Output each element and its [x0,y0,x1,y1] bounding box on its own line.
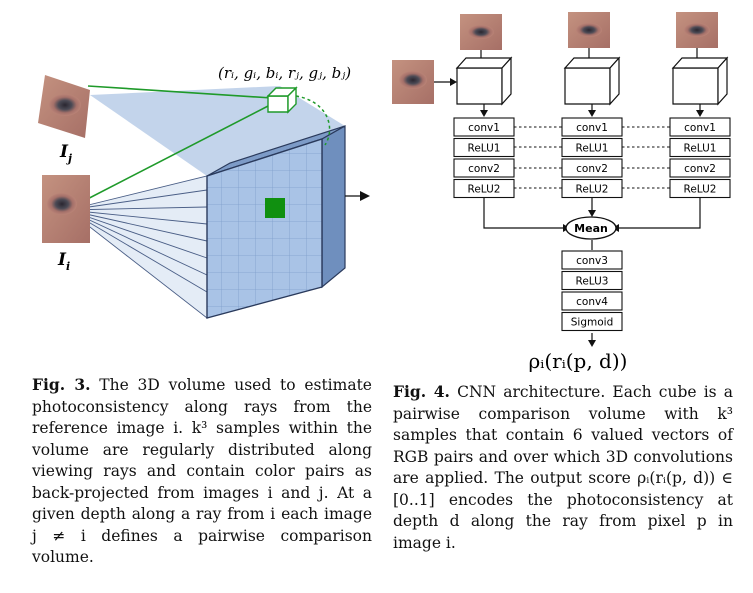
layer-relu1-col1-label: ReLU1 [468,143,501,155]
comparison-cubes [455,56,729,106]
layer-relu2-col3: ReLU2 [669,178,731,199]
layer-conv1-col3-label: conv1 [684,122,716,134]
image-Ij [38,75,90,138]
layer-conv1-col3: conv1 [669,117,731,137]
layer-conv4: conv4 [561,291,623,311]
label-Ii: Ii [57,250,70,273]
volume-frustum [206,124,346,319]
sample-cube [266,86,298,114]
layer-conv3-label: conv3 [576,255,608,267]
cube-2 [563,56,621,106]
layer-conv2-col3-label: conv2 [684,163,716,175]
ray-i [69,103,273,209]
layer-conv4-label: conv4 [576,296,608,308]
ray-j [87,85,273,99]
layer-relu2-col1: ReLU2 [453,178,515,199]
layer-conv1-col2: conv1 [561,117,623,137]
output-arrow [345,191,370,201]
layer-conv2-col1: conv2 [453,158,515,178]
fig3-caption: Fig. 3. The 3D volume used to estimate p… [32,374,372,569]
image-Ii [42,175,90,243]
layer-relu3: ReLU3 [561,270,623,291]
layer-relu2-col2-label: ReLU2 [576,184,609,196]
layer-relu2-col2: ReLU2 [561,178,623,199]
layer-conv1-col1: conv1 [453,117,515,137]
label-Ij: Ij [59,142,72,165]
fig4-caption: Fig. 4. CNN architecture. Each cube is a… [393,381,733,554]
layer-conv1-col2-label: conv1 [576,122,608,134]
layer-relu1-col2: ReLU1 [561,137,623,158]
fig3-caption-text: The 3D volume used to estimate photocons… [32,376,372,566]
fig3-caption-label: Fig. 3. [32,375,91,394]
fig4-caption-text: CNN architecture. Each cube is a pairwis… [393,383,733,552]
layer-conv2-col2: conv2 [561,158,623,178]
cube-1 [455,56,513,106]
layer-relu1-col3: ReLU1 [669,137,731,158]
ray-fan [66,175,208,319]
mean-node: Mean [565,216,617,240]
layer-sigmoid: Sigmoid [561,311,623,332]
layer-conv2-col2-label: conv2 [576,163,608,175]
output-score-label: ρᵢ(rᵢ(p, d)) [529,349,628,373]
layer-relu1-col1: ReLU1 [453,137,515,158]
merge-lines [483,198,701,250]
mean-label: Mean [574,222,608,235]
layer-relu2-col1-label: ReLU2 [468,184,501,196]
layer-relu1-col2-label: ReLU1 [576,143,609,155]
layer-conv1-col1-label: conv1 [468,122,500,134]
fig4-caption-label: Fig. 4. [393,382,450,401]
dotted-link [295,95,331,146]
rgb-tuple-label: (rᵢ, gᵢ, bᵢ, rⱼ, gⱼ, bⱼ) [218,64,351,82]
shared-weights-links [514,126,670,189]
sample-voxel [265,198,285,218]
layer-conv3: conv3 [561,250,623,270]
cube-3 [671,56,729,106]
fig3-diagram [38,75,370,319]
layer-conv2-col1-label: conv2 [468,163,500,175]
layer-relu1-col3-label: ReLU1 [684,143,717,155]
input-patches [392,12,718,104]
layer-conv2-col3: conv2 [669,158,731,178]
layer-relu3-label: ReLU3 [576,276,609,288]
layer-relu2-col3-label: ReLU2 [684,184,717,196]
layer-sigmoid-label: Sigmoid [571,317,613,329]
